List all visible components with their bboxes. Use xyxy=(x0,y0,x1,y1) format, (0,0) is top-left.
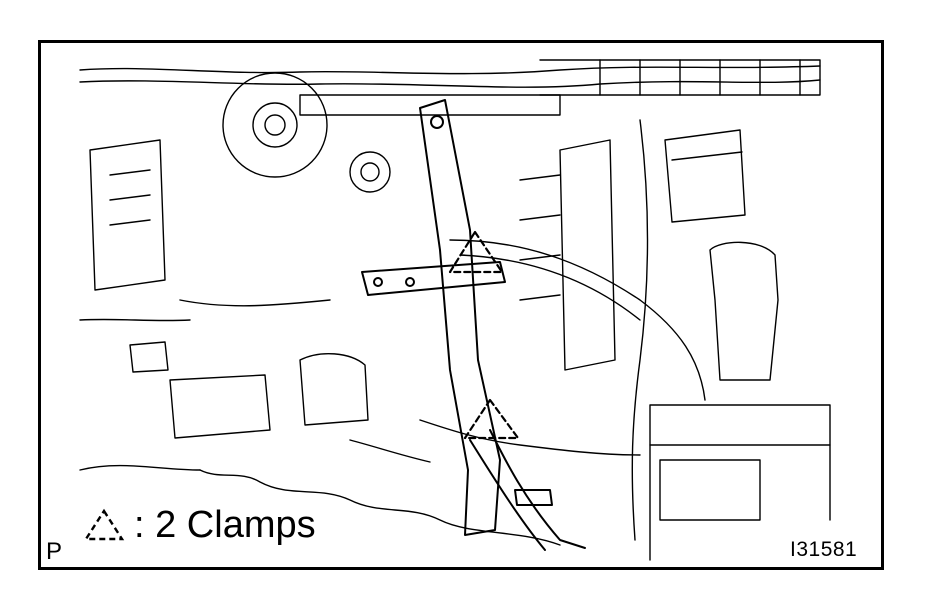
background-components xyxy=(79,59,831,561)
clamp-marker-upper xyxy=(448,230,504,274)
clamp-legend: : 2 Clamps xyxy=(82,505,316,545)
dashed-triangle-icon xyxy=(83,508,125,541)
clamp-markers xyxy=(448,230,520,440)
figure-id: I31581 xyxy=(790,538,858,561)
legend-label: : 2 Clamps xyxy=(134,504,316,546)
illustration-frame xyxy=(38,40,884,570)
page-mark: P xyxy=(46,538,63,565)
wire-harness-bracket xyxy=(361,99,586,551)
clamp-marker-lower xyxy=(463,398,520,440)
